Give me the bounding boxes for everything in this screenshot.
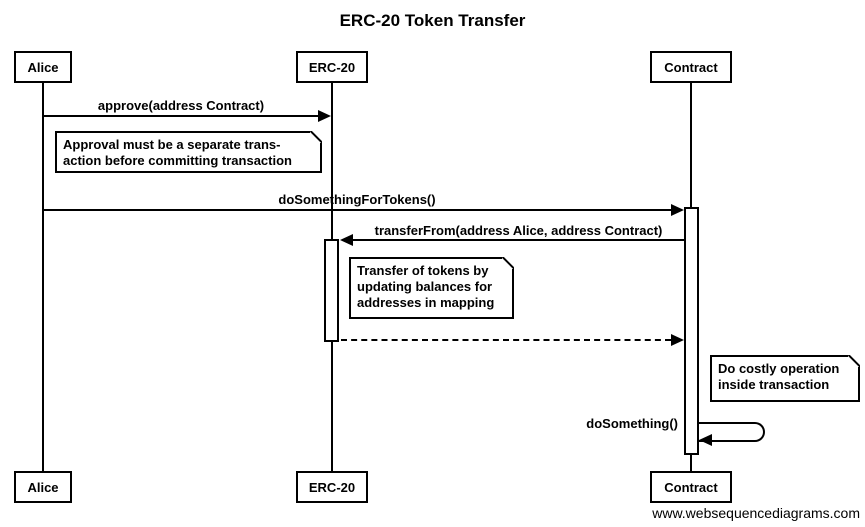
note-transfer: Transfer of tokens by updating balances … <box>349 257 514 319</box>
message-line-transfer-from <box>353 239 684 241</box>
actor-label-erc20: ERC-20 <box>308 479 356 495</box>
actor-label-contract: Contract <box>664 479 718 495</box>
arrowhead-right-icon <box>671 334 684 346</box>
actor-label-alice: Alice <box>27 479 59 495</box>
actor-label-contract: Contract <box>664 59 718 75</box>
note-costly-line-1: Do costly operation <box>718 361 840 376</box>
diagram-title: ERC-20 Token Transfer <box>339 11 526 30</box>
activation-bar-contract <box>684 207 699 455</box>
note-fold-icon <box>502 257 514 269</box>
note-approval-line-2: action before committing transaction <box>63 153 292 168</box>
message-line-do-something-for-tokens <box>43 209 671 211</box>
note-fold-icon <box>848 355 860 367</box>
arrowhead-right-icon <box>318 110 331 122</box>
arrowhead-left-icon <box>340 234 353 246</box>
message-label-transfer-from: transferFrom(address Alice, address Cont… <box>374 223 663 238</box>
note-transfer-line-3: addresses in mapping <box>357 295 495 310</box>
arrowhead-right-icon <box>671 204 684 216</box>
actor-top-contract: Contract <box>650 51 732 83</box>
actor-bottom-alice: Alice <box>14 471 72 503</box>
message-line-approve <box>43 115 318 117</box>
arrowhead-left-icon <box>699 434 712 446</box>
self-call-loop <box>699 422 765 442</box>
watermark-text: www.websequencediagrams.com <box>652 505 860 521</box>
note-costly-line-2: inside transaction <box>718 377 830 392</box>
message-label-do-something: doSomething() <box>586 416 678 431</box>
note-approval: Approval must be a separate trans- actio… <box>55 131 322 173</box>
actor-top-erc20: ERC-20 <box>296 51 368 83</box>
actor-bottom-contract: Contract <box>650 471 732 503</box>
message-label-do-something-for-tokens: doSomethingForTokens() <box>278 192 436 207</box>
actor-label-alice: Alice <box>27 59 59 75</box>
lifeline-alice <box>42 83 44 471</box>
note-transfer-line-2: updating balances for <box>357 279 493 294</box>
message-label-approve: approve(address Contract) <box>97 98 265 113</box>
note-costly: Do costly operation inside transaction <box>710 355 860 402</box>
actor-top-alice: Alice <box>14 51 72 83</box>
note-fold-icon <box>310 131 322 143</box>
actor-label-erc20: ERC-20 <box>308 59 356 75</box>
activation-bar-erc20 <box>324 239 339 342</box>
note-approval-line-1: Approval must be a separate trans- <box>63 137 281 152</box>
note-transfer-line-1: Transfer of tokens by <box>357 263 489 278</box>
actor-bottom-erc20: ERC-20 <box>296 471 368 503</box>
return-line-dashed <box>341 339 671 341</box>
